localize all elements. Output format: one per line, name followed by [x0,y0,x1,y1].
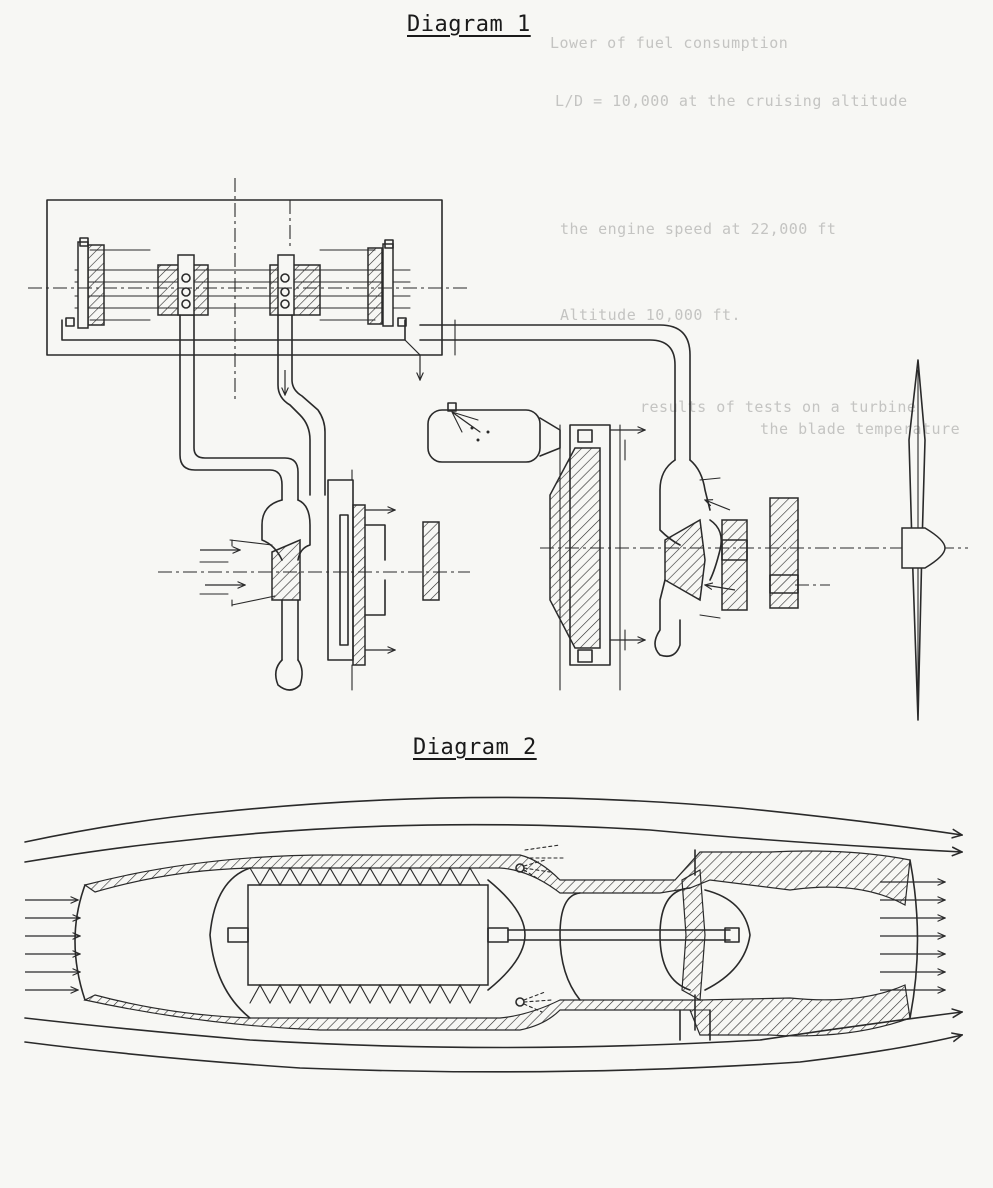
diagram-2 [24,796,962,1073]
main-turbine [549,424,645,691]
bleed-through-line: Altitude 10,000 ft. [560,306,742,324]
diagram-2-caption: Diagram 2 [413,735,537,760]
left-turbine-stage [199,469,440,691]
intake-arrows [25,900,80,990]
fuel-sprays [515,844,566,1013]
reduction-gear [721,497,830,611]
bleed-through-line: the engine speed at 22,000 ft [560,220,837,238]
right-compressor-stage [654,459,736,658]
propeller [901,359,946,721]
compressor-drum [209,866,526,1019]
piston-engine-block [28,178,470,400]
bleed-through-line: Lower of fuel consumption [550,34,789,52]
combustion-chamber [427,402,561,463]
turbine-disc [559,849,751,1041]
exhaust-arrows [880,882,945,990]
bleed-through-line: L/D = 10,000 at the cruising altitude [555,92,908,110]
diagram-1 [28,178,968,721]
bleed-through-line: results of tests on a turbine [640,398,917,416]
diagram-1-caption: Diagram 1 [407,12,531,37]
exhaust-pipes [179,314,691,501]
